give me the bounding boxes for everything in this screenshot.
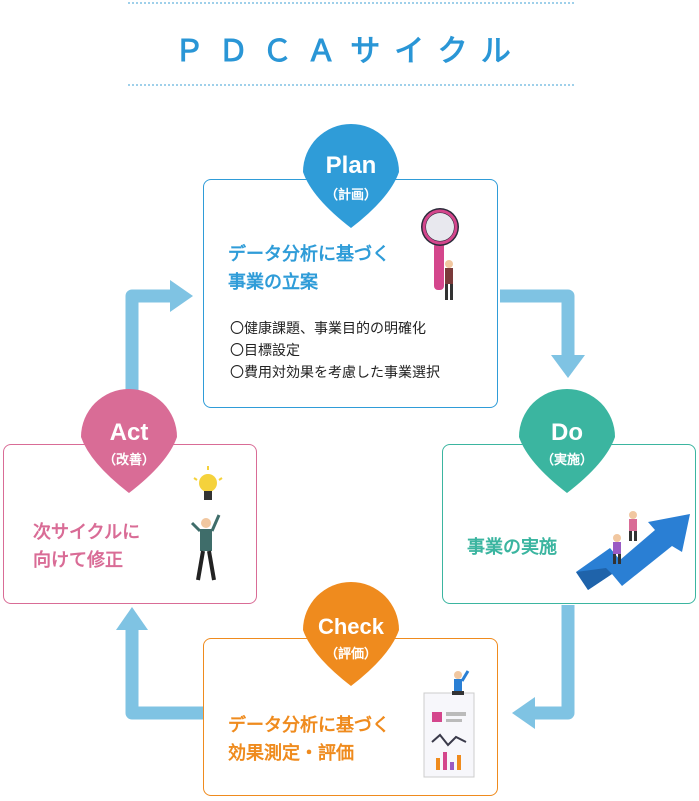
plan-pin-label: Plan bbox=[326, 152, 377, 179]
plan-heading-line-1: データ分析に基づく bbox=[228, 244, 390, 265]
do-heading-line-1: 事業の実施 bbox=[467, 537, 557, 558]
act-pin-label: Act bbox=[110, 419, 149, 446]
do-pin-label: Do bbox=[551, 419, 583, 446]
arrowhead-plan bbox=[170, 280, 193, 312]
arrow-do-to-check bbox=[535, 605, 575, 720]
act-pin-sub: （改善） bbox=[103, 452, 155, 468]
report-chart-icon bbox=[423, 692, 475, 778]
check-pin-label: Check bbox=[318, 614, 385, 639]
light-bulb-icon bbox=[193, 466, 223, 500]
person-icon bbox=[452, 670, 470, 695]
plan-heading-line-2: 事業の立案 bbox=[228, 272, 318, 293]
climber-icon bbox=[613, 534, 621, 564]
plan-heading: データ分析に基づく 事業の立案 bbox=[228, 241, 390, 297]
act-heading-line-1: 次サイクルに bbox=[33, 522, 141, 543]
person-icon bbox=[445, 260, 453, 300]
check-heading-line-1: データ分析に基づく bbox=[228, 715, 390, 736]
arrowhead-check bbox=[512, 697, 535, 729]
check-heading: データ分析に基づく 効果測定・評価 bbox=[228, 712, 390, 768]
title-divider-bottom bbox=[128, 84, 574, 86]
magnifier-icon bbox=[421, 208, 459, 290]
climber-icon bbox=[629, 511, 637, 541]
arrow-act-to-plan bbox=[125, 289, 170, 392]
do-heading: 事業の実施 bbox=[467, 534, 557, 562]
check-pin: Check （評価） bbox=[303, 582, 399, 686]
do-pin: Do （実施） bbox=[519, 389, 615, 493]
do-pin-sub: （実施） bbox=[541, 452, 593, 468]
arrow-check-to-act bbox=[125, 630, 204, 720]
plan-pin: Plan （計画） bbox=[303, 124, 399, 228]
plan-item: 〇目標設定 bbox=[230, 343, 300, 359]
title-divider-top bbox=[128, 2, 574, 4]
plan-items: 〇健康課題、事業目的の明確化 〇目標設定 〇費用対効果を考慮した事業選択 bbox=[230, 318, 440, 384]
check-heading-line-2: 効果測定・評価 bbox=[228, 743, 354, 764]
act-pin: Act （改善） bbox=[81, 389, 177, 493]
act-heading-line-2: 向けて修正 bbox=[33, 550, 123, 571]
check-pin-sub: （評価） bbox=[325, 646, 377, 662]
person-icon bbox=[190, 514, 221, 581]
arrow-plan-to-do bbox=[500, 289, 575, 355]
plan-item: 〇費用対効果を考慮した事業選択 bbox=[230, 365, 440, 381]
act-heading: 次サイクルに 向けて修正 bbox=[33, 519, 140, 575]
page-title: ＰＤＣＡサイクル bbox=[174, 34, 525, 69]
plan-pin-sub: （計画） bbox=[325, 187, 377, 203]
rising-arrow-icon bbox=[576, 514, 690, 590]
plan-item: 〇健康課題、事業目的の明確化 bbox=[230, 321, 426, 337]
arrowhead-do bbox=[551, 355, 585, 378]
arrowhead-act bbox=[116, 607, 148, 630]
